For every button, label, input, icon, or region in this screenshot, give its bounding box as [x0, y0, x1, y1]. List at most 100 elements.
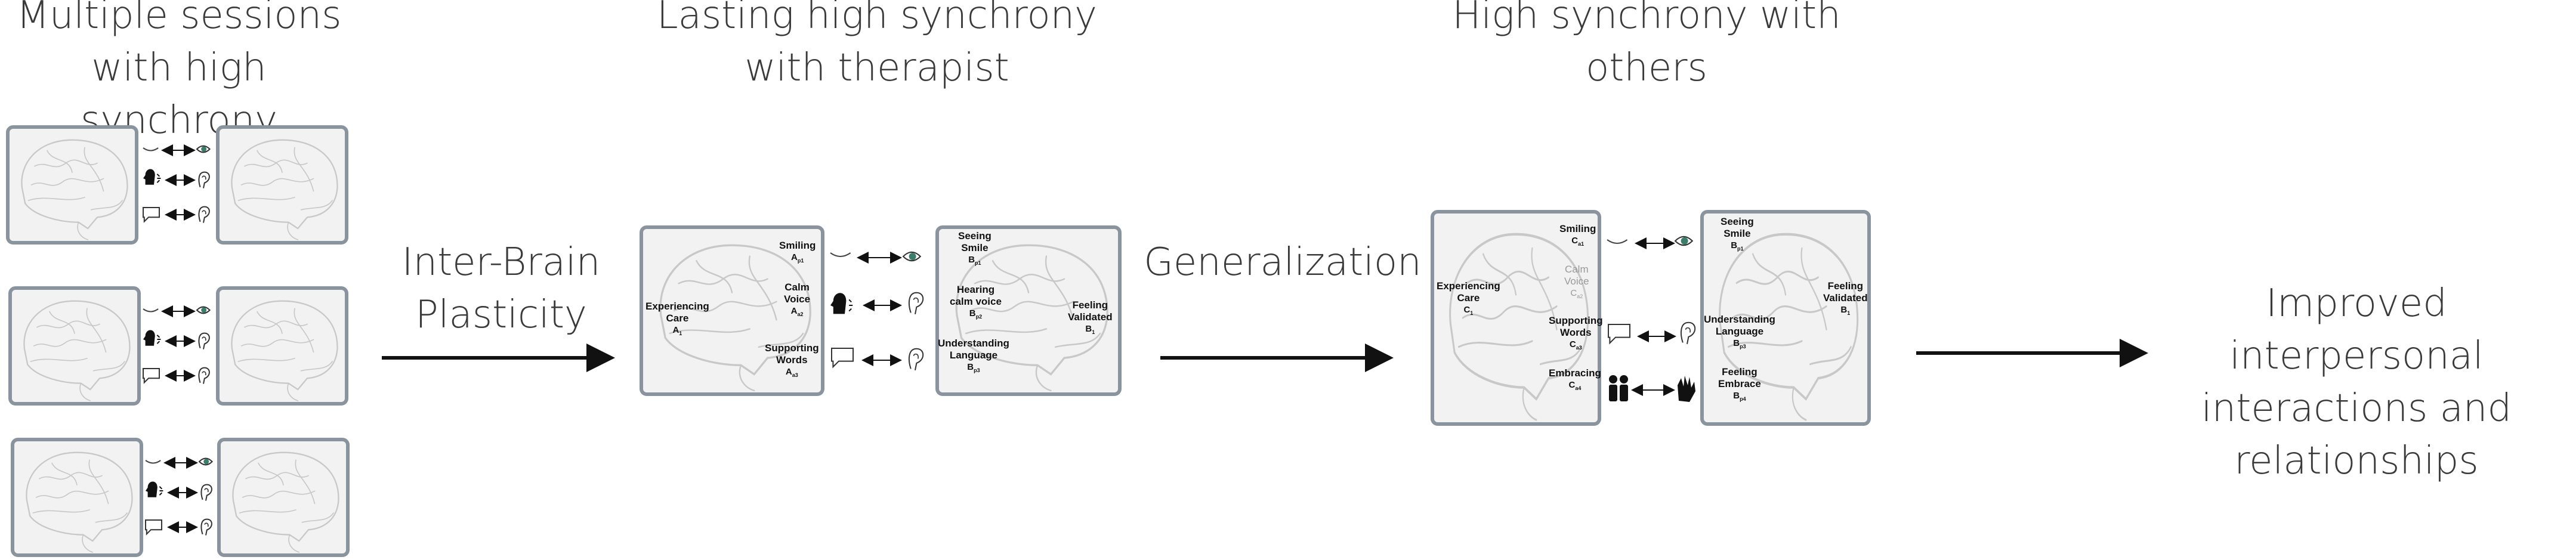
code-sub: 1 [1092, 329, 1095, 335]
code-letter: B [1733, 391, 1740, 401]
brain-fold-line [969, 301, 1074, 313]
brain-fold-line [1458, 340, 1533, 348]
brain-fold-line [47, 150, 73, 173]
node-code: Bp1 [1721, 240, 1754, 255]
brain-outline-icon [231, 139, 338, 240]
brain-fold-line [33, 339, 107, 347]
ear-icon [200, 484, 212, 501]
brain-fold-line [1462, 305, 1558, 320]
brain-fold-line [1482, 253, 1517, 296]
brain-fold-line [1752, 253, 1787, 296]
node-code: Bp2 [950, 308, 1002, 323]
heading-lasting-synchrony: Lasting high synchrony with therapist [638, 0, 1116, 94]
sound-waves-icon [156, 335, 161, 344]
mouth-icon [143, 147, 159, 151]
brain-outline-icon [21, 139, 128, 240]
node-code: Ca3 [1549, 339, 1603, 354]
brain-fold-line [288, 534, 300, 553]
node-text: Validated [1068, 311, 1113, 323]
label-inter-brain-plasticity: Inter-Brain Plasticity [382, 236, 620, 341]
node-text: Seeing [1721, 216, 1754, 227]
eye-pupil-icon [1681, 237, 1688, 245]
node-code: Bp1 [958, 254, 992, 269]
session3-brain-b [217, 438, 350, 557]
code-letter: C [1570, 288, 1577, 298]
brain-fold-line [23, 300, 131, 391]
brain-fold-line [237, 358, 295, 362]
code-letter: B [967, 362, 974, 372]
node-text: Feeling [1722, 366, 1758, 378]
node-seeing-smile-b2: Seeing Smile Bp1 [1721, 216, 1754, 255]
ear-inner-icon [204, 488, 209, 493]
heading-line: with therapist [745, 46, 1009, 90]
node-text: Seeing [958, 230, 992, 242]
other-person-brain [1431, 210, 1601, 426]
node-text: calm voice [950, 296, 1002, 307]
node-text: Validated [1823, 292, 1868, 304]
code-sub: 1 [679, 330, 682, 336]
code-sub: 1 [1847, 310, 1851, 316]
code-sub: p1 [1737, 246, 1744, 252]
code-sub: p3 [1740, 344, 1746, 349]
mouth-icon [145, 460, 161, 464]
session1-brain-a [6, 125, 138, 245]
brain-fold-line [1728, 340, 1803, 348]
code-sub: 1 [1470, 310, 1474, 316]
brain-fold-line [748, 255, 777, 321]
brain-outline-icon [955, 244, 1108, 392]
sound-waves-icon [156, 174, 161, 183]
node-text: Calm [784, 281, 810, 293]
ear-inner-icon [202, 175, 206, 180]
brain-fold-line [86, 308, 107, 353]
brain-fold-line [257, 311, 283, 334]
brain-fold-line [231, 300, 338, 391]
node-code: Ca2 [1564, 287, 1589, 302]
brain-outline-icon [26, 451, 133, 553]
eye-pupil-icon [201, 146, 207, 152]
node-smiling-c: Smiling Ca1 [1559, 223, 1596, 250]
speaking-head-icon [143, 169, 155, 185]
label-generalization: Generalization [1133, 236, 1432, 289]
heading-line: others [1586, 46, 1707, 90]
brain-fold-line [300, 200, 333, 211]
brain-fold-line [659, 244, 811, 376]
code-letter: C [1569, 339, 1576, 349]
label-line: Generalization [1144, 240, 1422, 284]
code-letter: C [1568, 380, 1576, 390]
brain-outline-icon [1719, 233, 1859, 421]
brain-fold-line [295, 459, 316, 505]
code-letter: B [1733, 338, 1740, 348]
person-icon [1620, 385, 1628, 401]
brain-outline-icon [231, 300, 338, 401]
node-supporting-words-a: Supporting Words Aa3 [765, 342, 819, 381]
brain-fold-line [95, 512, 128, 523]
brain-fold-line [84, 147, 104, 192]
label-line: Inter-Brain [401, 240, 601, 284]
node-text: Smiling [1559, 223, 1596, 234]
brain-fold-line [239, 509, 296, 513]
session2-brain-b [216, 286, 348, 406]
code-letter: A [791, 252, 798, 262]
code-sub: a2 [1577, 293, 1583, 299]
brain-fold-line [1449, 233, 1589, 401]
code-letter: C [1571, 236, 1579, 246]
brain-fold-line [82, 534, 94, 553]
node-code: Aa3 [765, 366, 819, 381]
ear-inner-icon [202, 210, 206, 215]
node-code: Bp4 [1718, 390, 1761, 405]
brain-fold-line [79, 382, 91, 401]
node-experiencing-care-a: Experiencing Care A1 [645, 301, 709, 339]
code-letter: B [1731, 240, 1738, 250]
node-text: Experiencing [1437, 280, 1500, 292]
node-text: Embrace [1718, 378, 1761, 389]
label-line: Plasticity [415, 293, 587, 337]
brain-fold-line [1731, 305, 1827, 320]
node-hearing-calm-voice-b: Hearing calm voice Bp2 [950, 284, 1002, 323]
brain-fold-line [26, 451, 133, 542]
node-experiencing-care-c: Experiencing Care C1 [1437, 280, 1500, 319]
ear-icon [908, 348, 924, 370]
node-text: Supporting [765, 342, 819, 354]
session1-brain-b [216, 125, 348, 245]
speech-bubble-icon [1608, 324, 1630, 345]
